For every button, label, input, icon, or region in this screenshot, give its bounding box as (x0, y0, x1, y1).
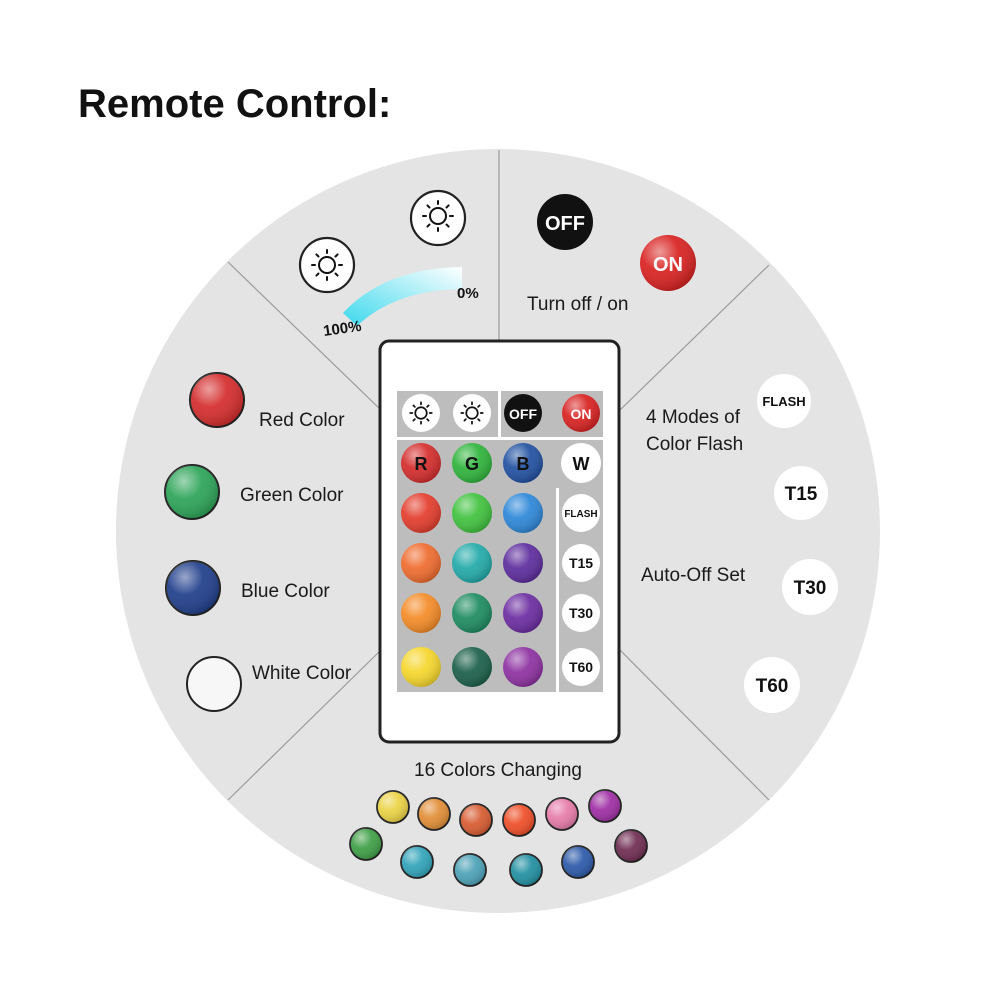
remote-color-button[interactable] (503, 647, 543, 687)
color-dot (349, 827, 383, 861)
remote-flash-button[interactable]: FLASH (562, 494, 600, 532)
green-color-swatch (164, 464, 220, 520)
svg-text:T60: T60 (756, 676, 789, 697)
remote-color-button[interactable] (452, 647, 492, 687)
remote-color-button[interactable] (503, 543, 543, 583)
color-dot (509, 853, 543, 887)
colors-changing-label: 16 Colors Changing (414, 760, 582, 781)
svg-text:T15: T15 (785, 484, 818, 505)
svg-text:R: R (415, 454, 428, 474)
remote-color-grid (401, 493, 543, 687)
turn-off-on-label: Turn off / on (527, 294, 628, 315)
svg-text:T60: T60 (569, 659, 593, 675)
color-dot (417, 797, 451, 831)
remote-t60-button[interactable]: T60 (562, 648, 600, 686)
brightness-arc (343, 267, 462, 326)
off-button[interactable]: OFF (537, 194, 593, 250)
remote-color-button[interactable] (503, 593, 543, 633)
remote-off-button[interactable]: OFF (504, 394, 542, 432)
flash-modes-label-line1: 4 Modes of (646, 407, 741, 428)
sector-dividers (227, 150, 770, 801)
t60-button[interactable]: T60 (744, 657, 800, 713)
remote-color-button[interactable] (452, 543, 492, 583)
svg-text:FLASH: FLASH (564, 509, 597, 520)
brightness-max-label: 100% (322, 318, 362, 340)
brightness-down-button[interactable] (298, 236, 356, 294)
svg-text:ON: ON (571, 406, 592, 422)
remote-color-button[interactable] (401, 543, 441, 583)
sun-dim-icon (311, 249, 343, 281)
green-color-label: Green Color (240, 485, 344, 506)
svg-text:G: G (465, 454, 479, 474)
remote-sun-dim-icon (409, 401, 433, 425)
remote-t30-button[interactable]: T30 (562, 594, 600, 632)
white-color-swatch (186, 656, 242, 712)
divider-top-left (227, 261, 382, 411)
brightness-min-label: 0% (457, 285, 479, 302)
svg-text:FLASH: FLASH (762, 394, 805, 409)
page-title: Remote Control: (78, 82, 391, 126)
brightness-up-button[interactable] (409, 189, 467, 247)
remote-r-button[interactable]: R (401, 443, 441, 483)
color-dot (614, 829, 648, 863)
divider-bottom-left (227, 649, 382, 801)
svg-text:ON: ON (653, 254, 683, 276)
remote-color-button[interactable] (452, 593, 492, 633)
remote-g-button[interactable]: G (452, 443, 492, 483)
flash-button[interactable]: FLASH (757, 374, 811, 428)
remote-color-button[interactable] (401, 493, 441, 533)
color-dot (545, 797, 579, 831)
color-dot (588, 789, 622, 823)
svg-text:W: W (573, 454, 590, 474)
remote-color-button[interactable] (452, 493, 492, 533)
remote-color-button[interactable] (401, 647, 441, 687)
remote-brightness-down-button[interactable] (402, 394, 440, 432)
blue-color-swatch (165, 560, 221, 616)
remote-sun-bright-icon (460, 401, 484, 425)
svg-text:T30: T30 (794, 578, 827, 599)
red-color-label: Red Color (259, 410, 345, 431)
divider-top-right (619, 264, 770, 411)
svg-text:OFF: OFF (545, 213, 585, 235)
auto-off-label: Auto-Off Set (641, 565, 746, 586)
remote-brightness-up-button[interactable] (453, 394, 491, 432)
flash-modes-label-line2: Color Flash (646, 434, 743, 455)
color-dot (459, 803, 493, 837)
divider-bottom-right (619, 649, 770, 801)
color-dot (376, 790, 410, 824)
on-button[interactable]: ON (640, 235, 696, 291)
svg-text:B: B (517, 454, 530, 474)
color-dot (502, 803, 536, 837)
remote-on-button[interactable]: ON (562, 394, 600, 432)
color-dot (400, 845, 434, 879)
white-color-label: White Color (252, 663, 352, 684)
remote-w-button[interactable]: W (561, 443, 601, 483)
sun-bright-icon (422, 200, 454, 232)
red-color-swatch (189, 372, 245, 428)
color-dot (453, 853, 487, 887)
blue-color-label: Blue Color (241, 581, 330, 602)
remote-b-button[interactable]: B (503, 443, 543, 483)
remote-t15-button[interactable]: T15 (562, 544, 600, 582)
t30-button[interactable]: T30 (782, 559, 838, 615)
remote-color-button[interactable] (401, 593, 441, 633)
t15-button[interactable]: T15 (774, 466, 828, 520)
svg-text:T30: T30 (569, 605, 593, 621)
colors-changing-dots (349, 789, 648, 887)
svg-text:OFF: OFF (509, 406, 537, 422)
color-dot (561, 845, 595, 879)
remote-color-button[interactable] (503, 493, 543, 533)
svg-text:T15: T15 (569, 555, 593, 571)
